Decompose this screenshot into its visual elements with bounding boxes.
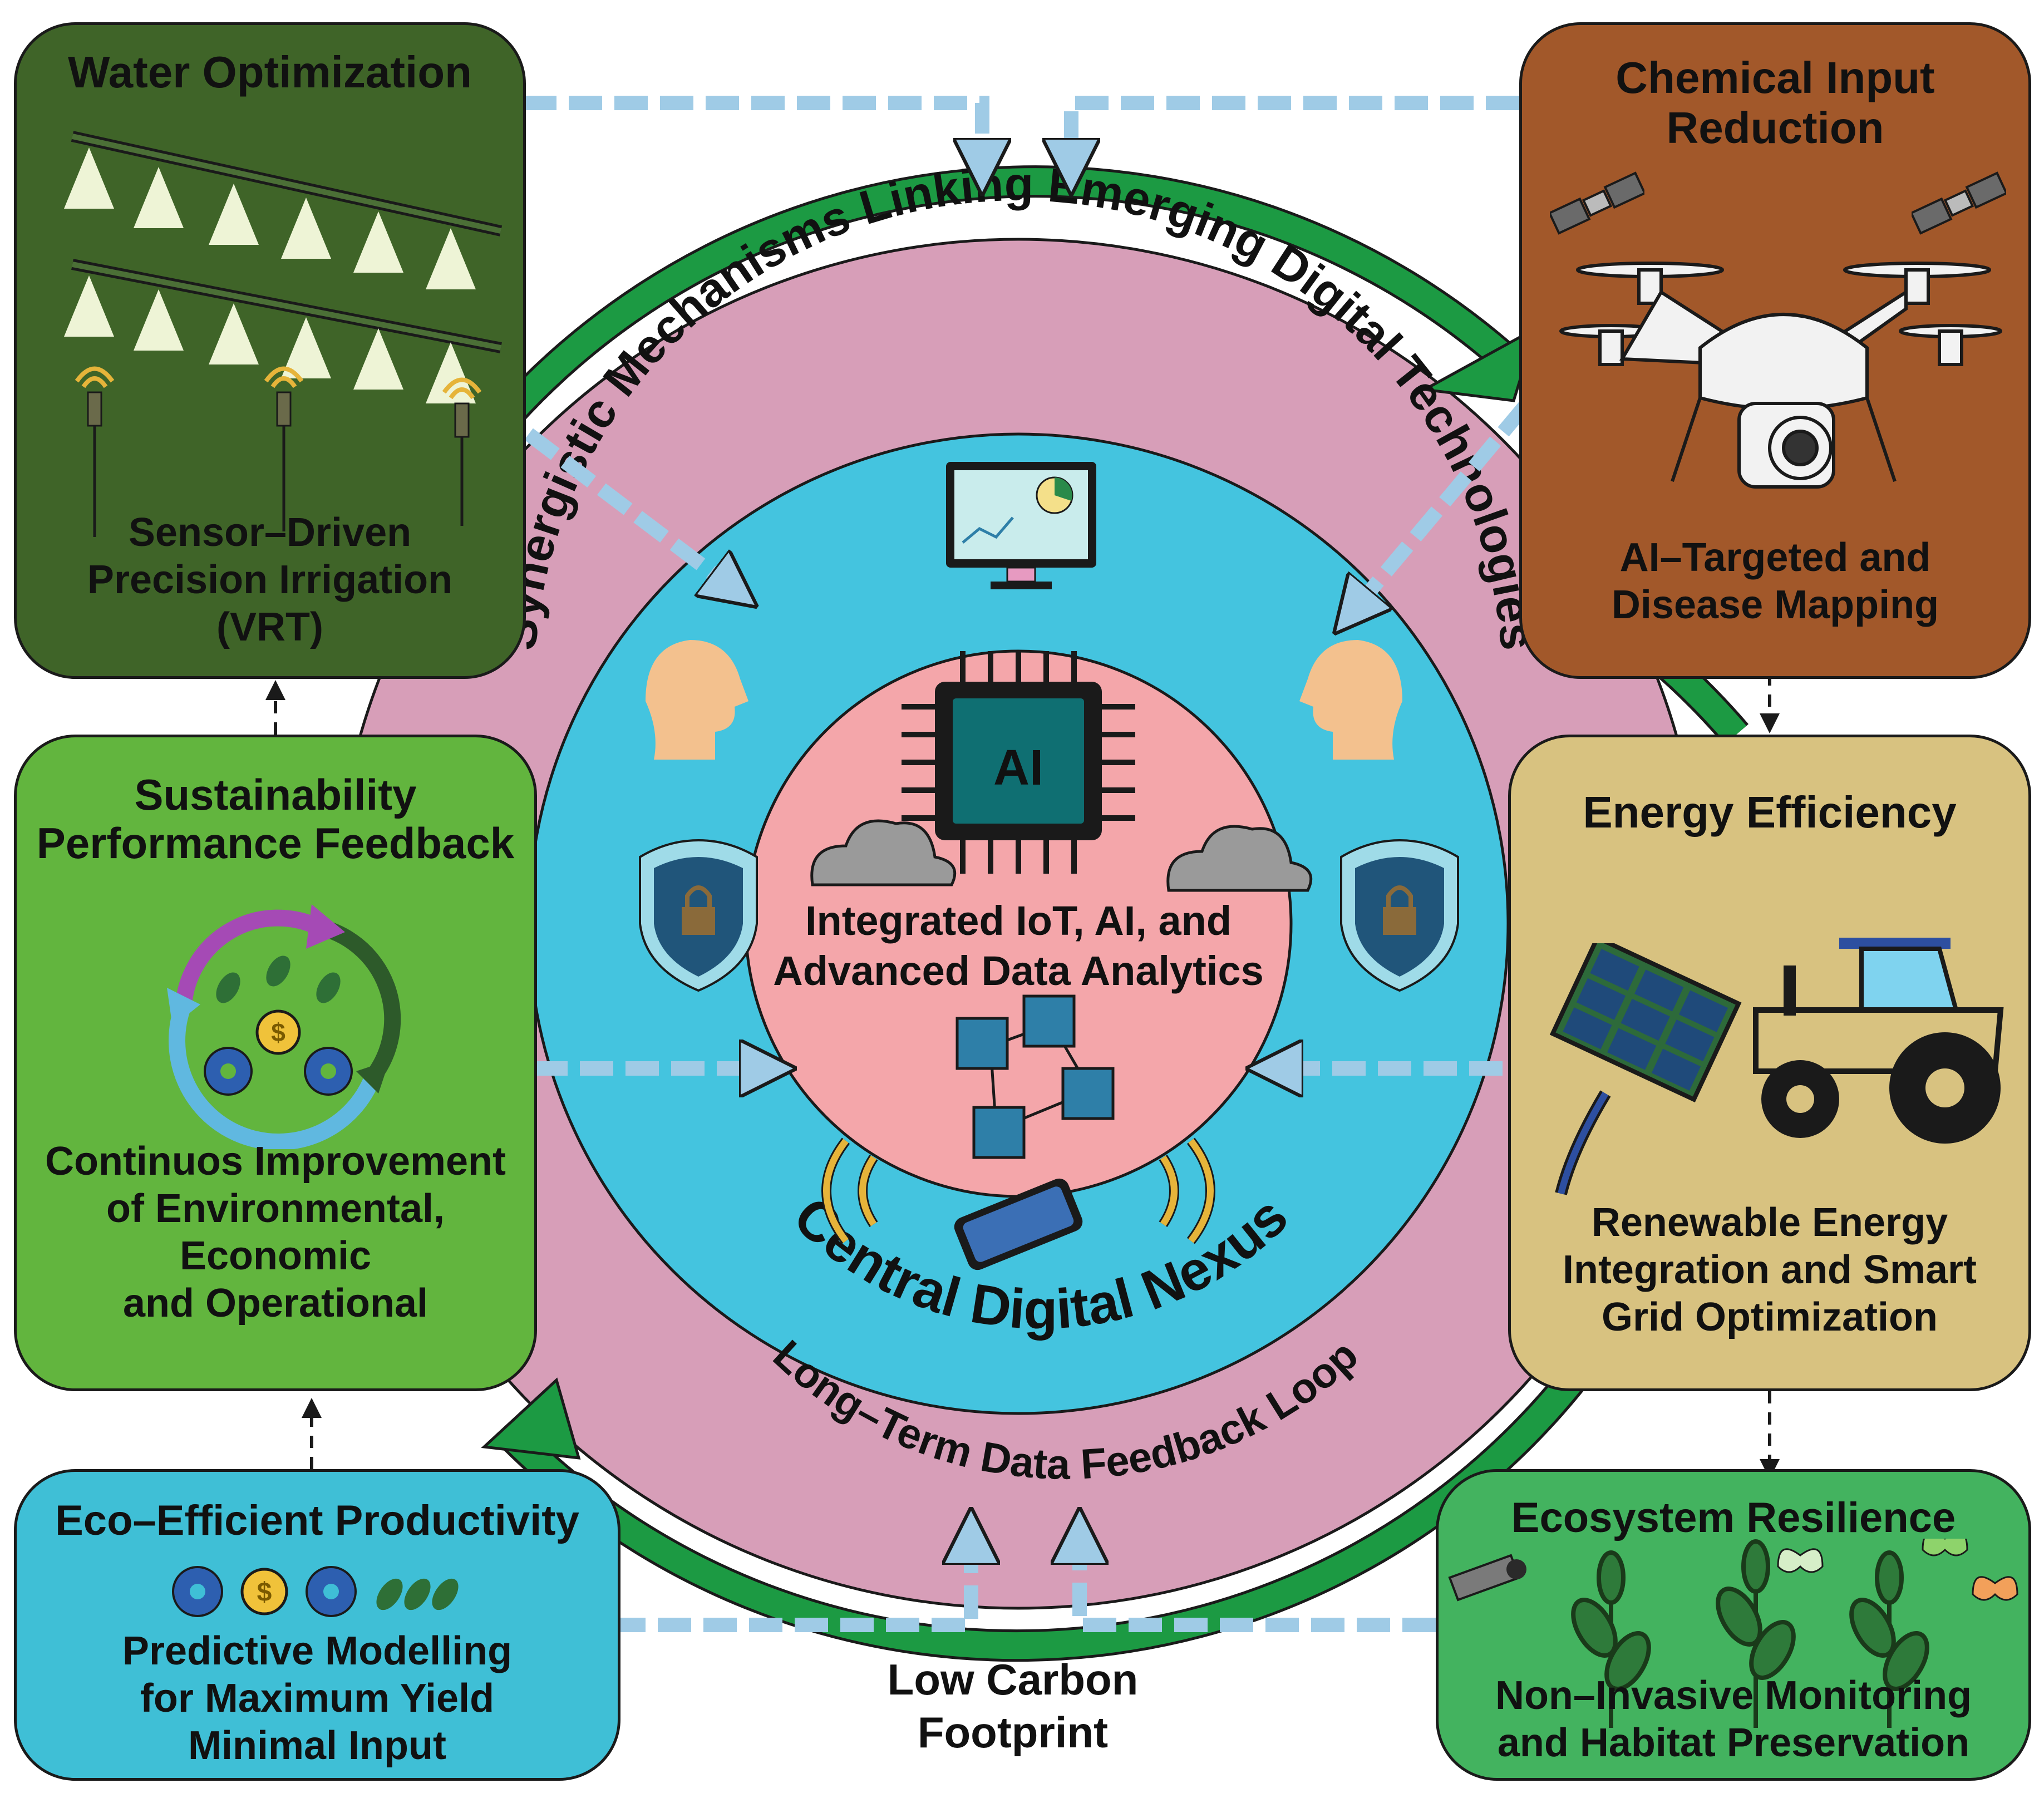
green-arrowhead-bottom-left [481, 1377, 581, 1460]
monitor-dashboard-icon [946, 462, 1096, 589]
low-carbon-line-1: Low Carbon [888, 1655, 1139, 1704]
svg-text:$: $ [257, 1578, 272, 1607]
wifi-signal-icon [1159, 1137, 1215, 1244]
svg-text:$: $ [271, 1018, 285, 1047]
water-optimization-box: Water Optimization Sensor–Driven Precisi [14, 22, 526, 679]
gear-icon [306, 1566, 357, 1617]
chemical-title-line: Chemical Input [1616, 53, 1935, 102]
ecosystem-body-line: Non–Invasive Monitoring [1495, 1673, 1972, 1718]
sustainability-body-line: Continuos Improvement [45, 1139, 506, 1184]
ecosystem-resilience-box: Ecosystem Resilience Non–Invasive Monito… [1436, 1469, 2031, 1781]
energy-body-line: Grid Optimization [1602, 1294, 1938, 1339]
core-label-line-1: Integrated IoT, AI, and [805, 898, 1232, 944]
eco-body-line: Minimal Input [188, 1723, 446, 1768]
chemical-body-line: Disease Mapping [1611, 582, 1939, 627]
cloud-icon [810, 819, 957, 886]
ai-chip-label: AI [993, 740, 1043, 796]
human-head-icon [646, 640, 748, 760]
black-dashed-arrows [265, 673, 1780, 1479]
energy-body-line: Integration and Smart [1562, 1247, 1977, 1292]
energy-efficiency-box: Energy Efficiency Renewable Energy Integ… [1508, 735, 2031, 1391]
coin-icon: $ [255, 1009, 301, 1055]
leaf-icon [376, 1578, 459, 1610]
sustainability-body-line: of Environmental, [106, 1186, 445, 1231]
recycle-cycle-icon: $ [167, 904, 401, 1149]
sustainability-body-line: and Operational [122, 1280, 428, 1326]
drone-icon [1559, 262, 2002, 489]
eco-icons-row: $ [172, 1566, 459, 1617]
human-head-icon [1299, 640, 1402, 760]
chemical-input-box: Chemical Input Reduction AI–Targeted and… [1519, 22, 2031, 679]
solar-panel-icon [1549, 943, 1742, 1195]
water-body-line: (VRT) [216, 604, 323, 649]
eco-efficient-body: Predictive Modelling for Maximum Yield M… [17, 1628, 618, 1770]
sustainability-feedback-box: Sustainability Performance Feedback $ Co… [14, 735, 537, 1391]
eco-efficient-box: Eco–Efficient Productivity $ Predictive … [14, 1469, 620, 1781]
water-optimization-body: Sensor–Driven Precision Irrigation (VRT) [17, 509, 523, 651]
chemical-input-title: Chemical Input Reduction [1522, 53, 2028, 152]
water-optimization-title: Water Optimization [68, 47, 472, 97]
camera-icon [1448, 1554, 1526, 1602]
energy-efficiency-title: Energy Efficiency [1583, 787, 1957, 837]
sustainability-title: Sustainability Performance Feedback [17, 770, 534, 868]
wifi-signal-icon [821, 1137, 878, 1244]
ai-chip-icon: AI [902, 651, 1135, 874]
sprinkler-icon [64, 131, 503, 403]
eco-efficient-title: Eco–Efficient Productivity [55, 1497, 579, 1544]
smartphone-icon [954, 1178, 1083, 1270]
ecosystem-resilience-body: Non–Invasive Monitoring and Habitat Pres… [1439, 1672, 2028, 1767]
satellite-icon [1550, 171, 1644, 235]
core-label-line-2: Advanced Data Analytics [773, 948, 1263, 994]
ecosystem-illustration [1448, 1539, 2018, 1728]
energy-body-line: Renewable Energy [1591, 1200, 1948, 1245]
butterfly-icon [1777, 1539, 2018, 1601]
tractor-icon [1753, 938, 2004, 1144]
eco-body-line: for Maximum Yield [140, 1676, 495, 1721]
chemical-title-line: Reduction [1666, 102, 1884, 152]
soil-sensor-icon [75, 366, 482, 537]
leaf-icon [216, 955, 341, 1003]
cloud-icon [1166, 825, 1313, 892]
shield-lock-icon [1340, 839, 1459, 992]
ecosystem-resilience-title: Ecosystem Resilience [1511, 1494, 1956, 1541]
gear-icon [172, 1566, 223, 1617]
sustainability-title-line: Sustainability [134, 770, 417, 819]
ecosystem-body-line: and Habitat Preservation [1497, 1720, 1970, 1765]
coin-icon: $ [240, 1568, 288, 1615]
chemical-input-body: AI–Targeted and Disease Mapping [1522, 534, 2028, 629]
blue-dashed-arrows [523, 96, 1530, 1632]
sustainability-body: Continuos Improvement of Environmental, … [17, 1138, 534, 1327]
water-body-line: Precision Irrigation [87, 557, 453, 602]
satellite-icon [1912, 171, 2006, 235]
sustainability-body-line: Economic [179, 1233, 372, 1278]
sustainability-title-line: Performance Feedback [36, 819, 515, 868]
shield-lock-icon [639, 839, 758, 992]
low-carbon-line-2: Footprint [918, 1708, 1108, 1757]
water-body-line: Sensor–Driven [128, 510, 412, 555]
plant-icon [1571, 1539, 1929, 1728]
energy-efficiency-body: Renewable Energy Integration and Smart G… [1511, 1199, 2028, 1341]
chemical-body-line: AI–Targeted and [1619, 535, 1931, 580]
blockchain-cubes-icon [955, 994, 1115, 1159]
eco-body-line: Predictive Modelling [122, 1629, 513, 1673]
